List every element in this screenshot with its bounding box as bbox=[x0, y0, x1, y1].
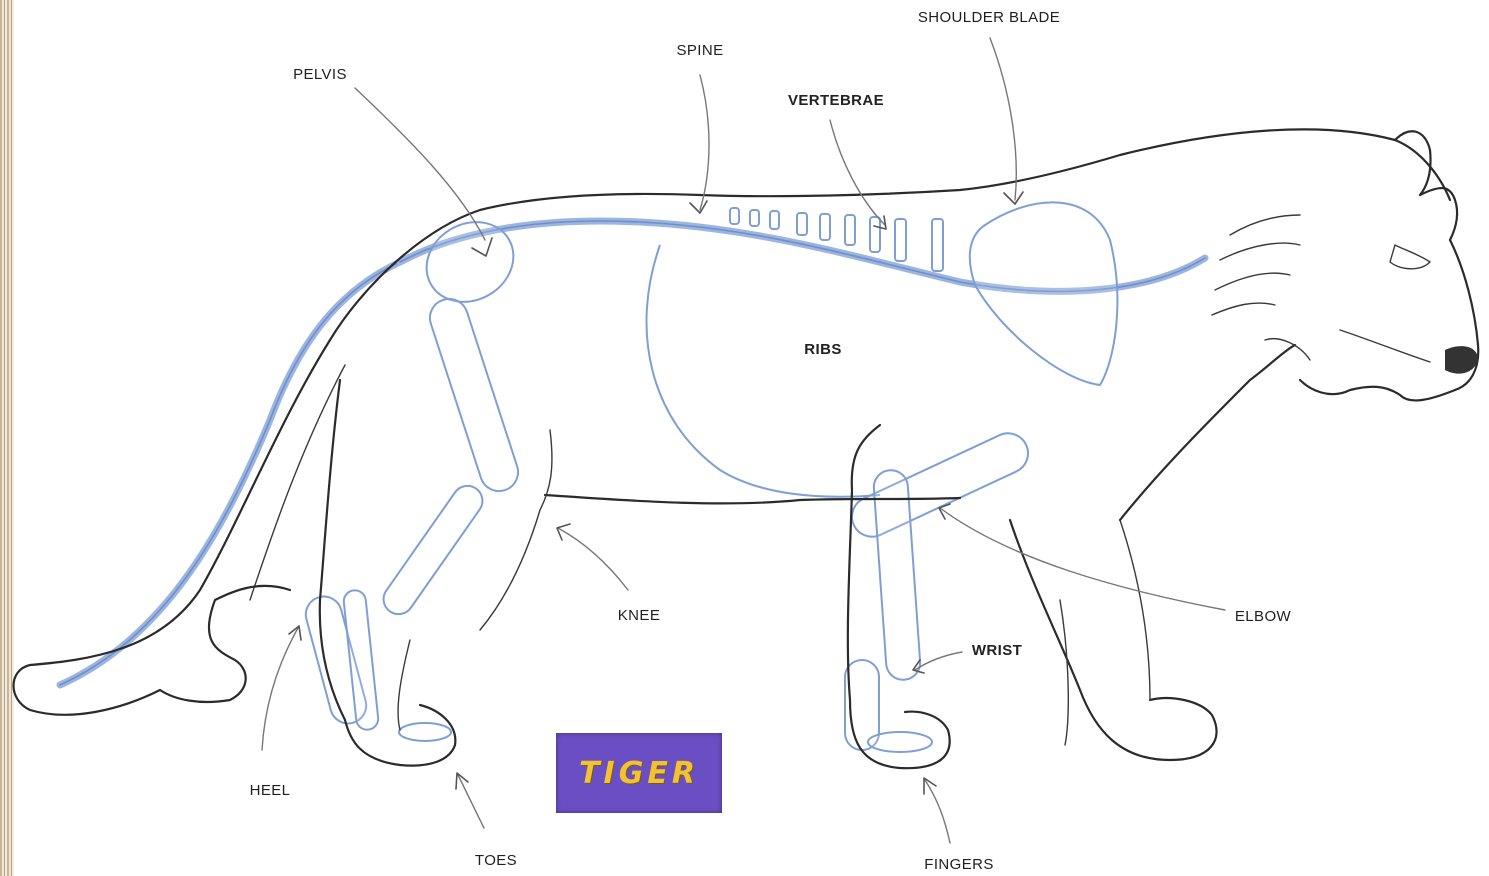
label-elbow: ELBOW bbox=[1235, 608, 1291, 625]
fore-leg-bones bbox=[845, 427, 1035, 752]
skeleton bbox=[60, 202, 1205, 752]
label-fingers: FINGERS bbox=[924, 856, 993, 873]
vertebrae-arrow bbox=[830, 120, 885, 225]
pelvis-arrow bbox=[355, 88, 485, 240]
elbow-arrow bbox=[940, 508, 1225, 610]
hind-leg-bones bbox=[302, 294, 523, 741]
title-text: TIGER bbox=[579, 756, 699, 791]
label-shoulder-blade: SHOULDER BLADE bbox=[918, 9, 1060, 26]
spine-arrow bbox=[700, 75, 709, 210]
label-knee: KNEE bbox=[618, 607, 660, 624]
label-heel: HEEL bbox=[250, 782, 291, 799]
label-spine: SPINE bbox=[676, 42, 723, 59]
heel-arrow bbox=[262, 628, 298, 750]
toes-arrow bbox=[458, 775, 484, 828]
label-pelvis: PELVIS bbox=[293, 66, 347, 83]
label-ribs: RIBS bbox=[804, 341, 841, 358]
knee-arrow bbox=[558, 528, 628, 590]
label-vertebrae: VERTEBRAE bbox=[788, 92, 884, 109]
title-badge: TIGER bbox=[556, 733, 722, 813]
shoulder-blade-arrow bbox=[990, 38, 1016, 200]
label-toes: TOES bbox=[475, 852, 517, 869]
pelvis-bone bbox=[412, 207, 528, 318]
shoulder-blade-bone bbox=[970, 202, 1118, 385]
wrist-arrow bbox=[915, 652, 962, 670]
label-wrist: WRIST bbox=[972, 642, 1022, 659]
ribcage bbox=[647, 245, 881, 497]
tiger-head bbox=[1212, 131, 1478, 400]
fingers-arrow bbox=[925, 780, 950, 843]
